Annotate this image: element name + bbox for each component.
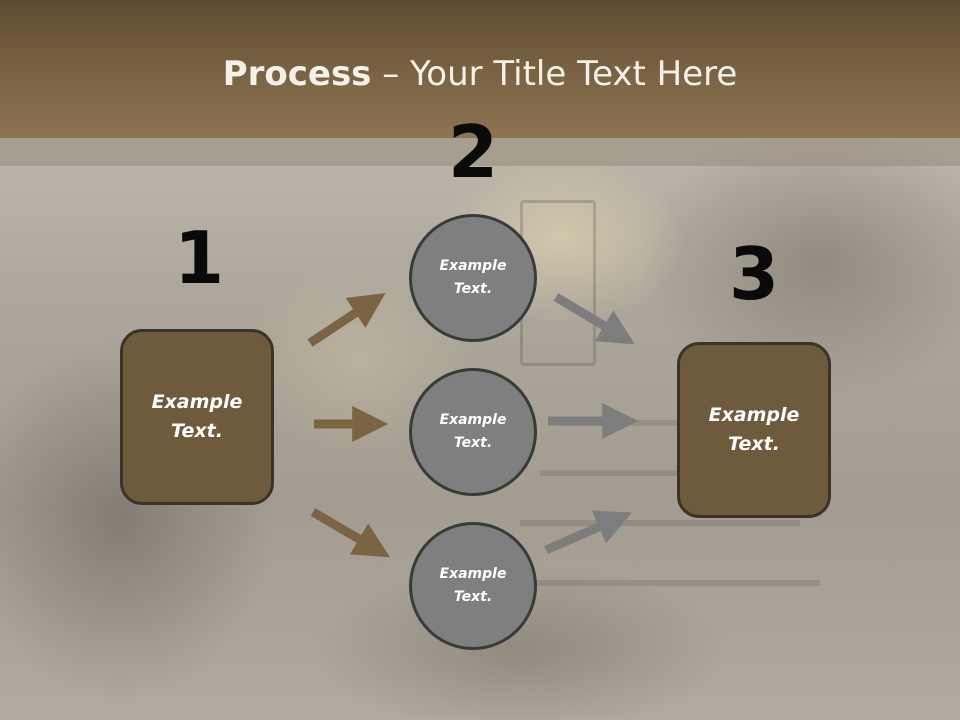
left-process-box: Example Text. [120,329,274,505]
left-box-text: Example Text. [151,391,243,442]
title-bar-strip [0,138,960,166]
circle-top: Example Text. [409,214,537,342]
circle-bottom-text: Example Text. [439,566,507,605]
step-number-1: 1 [173,216,225,300]
step-number-3: 3 [728,232,780,316]
arrow-icon [310,508,390,558]
title-rest: – Your Title Text Here [371,54,738,94]
background-stair [500,580,820,586]
circle-top-text: Example Text. [439,258,507,297]
title-bold: Process [222,54,372,94]
arrow-icon [553,293,635,345]
right-process-box: Example Text. [677,342,831,518]
circle-middle: Example Text. [409,368,537,496]
right-box-text: Example Text. [708,404,800,455]
background-stair [540,470,780,476]
arrow-icon [544,510,632,555]
slide-title: Process – Your Title Text Here [0,52,960,96]
step-number-2: 2 [447,110,499,194]
title-bar [0,0,960,138]
arrow-icon [307,293,386,347]
background-stair [520,520,800,526]
circle-bottom: Example Text. [409,522,537,650]
circle-middle-text: Example Text. [439,412,507,451]
background-stair [560,420,760,426]
